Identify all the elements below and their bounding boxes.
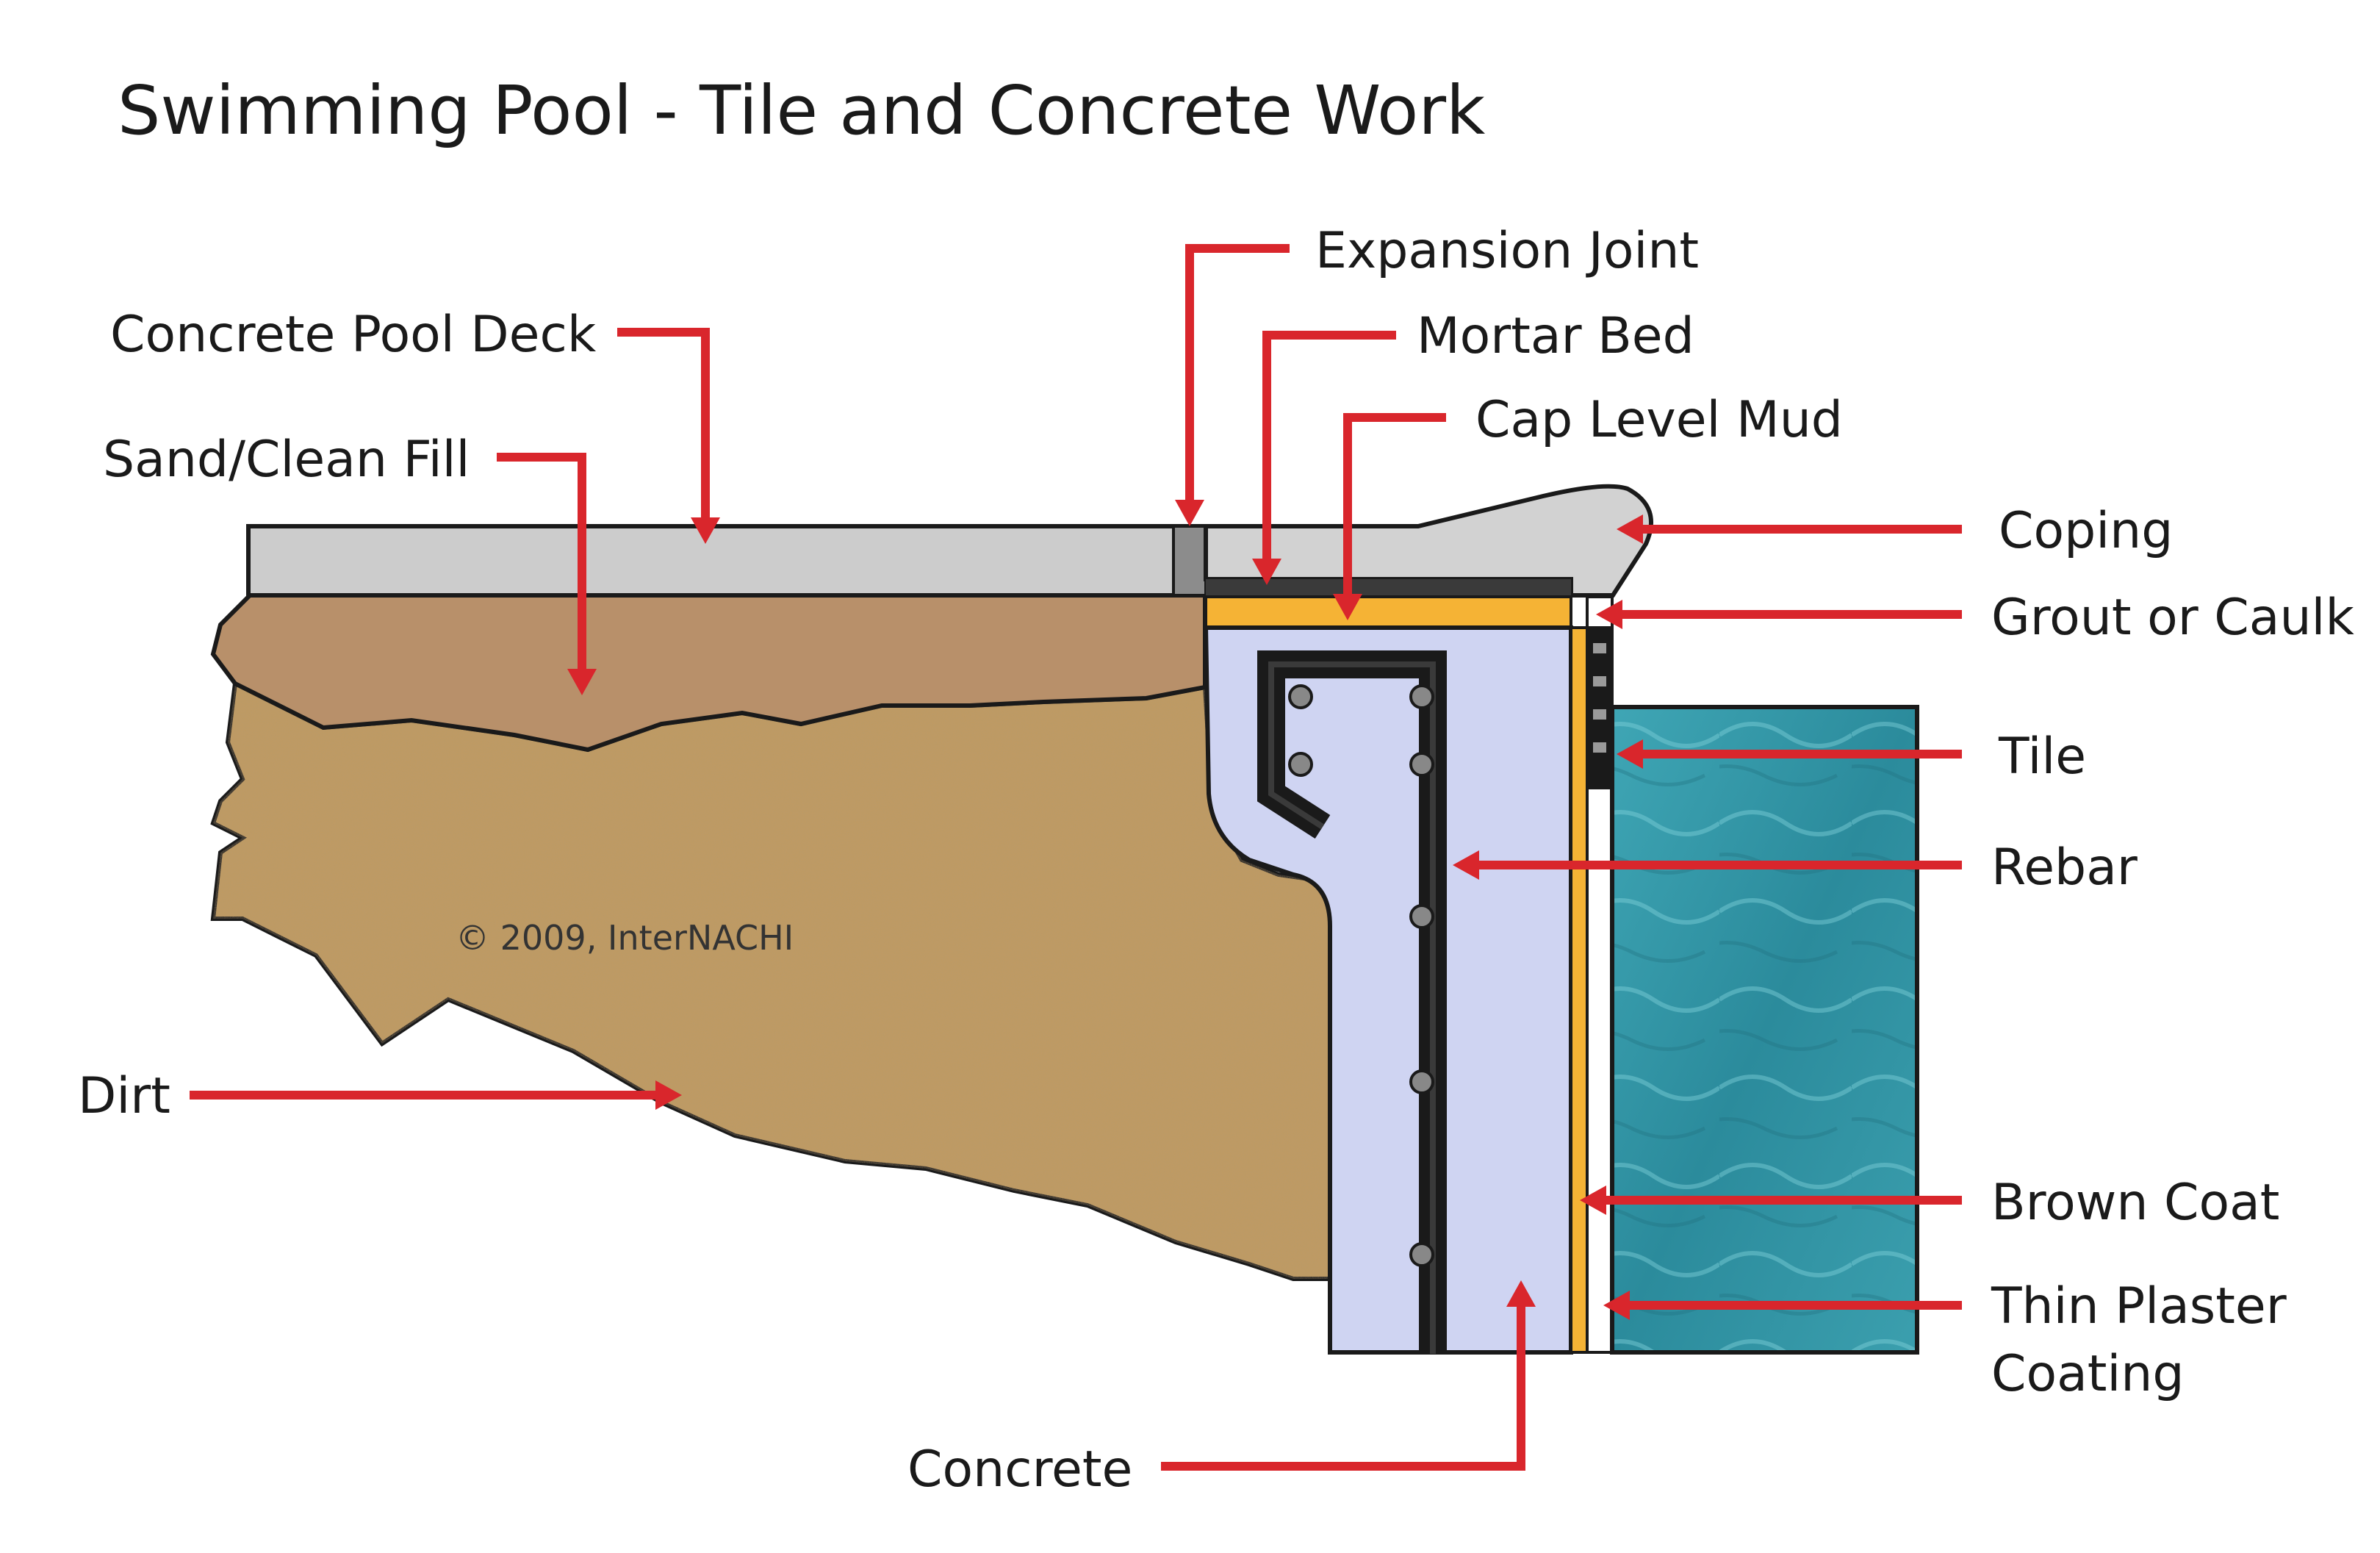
label-concrete-pool-deck: Concrete Pool Deck: [110, 306, 597, 364]
label-coping: Coping: [1999, 502, 2173, 560]
label-mortar-bed: Mortar Bed: [1417, 307, 1694, 365]
concrete-pool-deck: [246, 524, 1207, 598]
arrow-sand-fill: [497, 453, 586, 675]
sand-fill-layer: [210, 593, 1207, 753]
label-concrete: Concrete: [907, 1441, 1132, 1499]
page-title: Swimming Pool - Tile and Concrete Work: [118, 71, 1486, 150]
copyright-text: © 2009, InterNACHI: [456, 918, 794, 958]
rebar: [1257, 650, 1447, 1354]
cap-level-mud: [1204, 595, 1572, 629]
label-cap-level-mud: Cap Level Mud: [1475, 391, 1843, 449]
pool-water: [1610, 705, 1919, 1355]
expansion-joint: [1172, 525, 1207, 597]
callout-labels: Expansion Joint Mortar Bed Cap Level Mud…: [78, 222, 2354, 1499]
callout-arrows: [190, 244, 1962, 1471]
label-rebar: Rebar: [1991, 839, 2138, 897]
label-dirt: Dirt: [78, 1067, 170, 1125]
dirt-layer: [210, 680, 1332, 1281]
arrow-concrete-pool-deck: [617, 328, 710, 523]
coping: [1204, 484, 1653, 598]
arrow-cap-level-mud: [1343, 413, 1446, 600]
label-expansion-joint: Expansion Joint: [1315, 222, 1699, 280]
label-thin-plaster-line1: Thin Plaster: [1991, 1277, 2287, 1335]
label-thin-plaster-line2: Coating: [1991, 1345, 2185, 1403]
arrow-concrete: [1161, 1301, 1525, 1471]
label-sand-fill: Sand/Clean Fill: [103, 431, 470, 489]
label-brown-coat: Brown Coat: [1991, 1174, 2279, 1232]
brown-coat: [1570, 626, 1589, 1354]
label-tile: Tile: [1998, 728, 2086, 786]
tile: [1589, 628, 1611, 789]
label-grout-or-caulk: Grout or Caulk: [1991, 589, 2354, 647]
arrow-expansion-joint: [1185, 244, 1290, 506]
mortar-bed: [1206, 579, 1571, 597]
arrow-mortar-bed: [1262, 331, 1396, 564]
